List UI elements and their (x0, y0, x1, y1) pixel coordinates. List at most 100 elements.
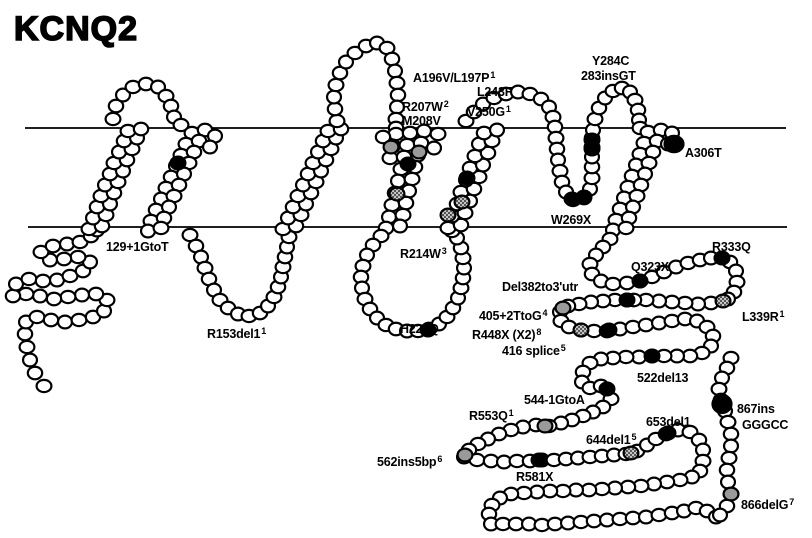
mutation-marker-r581x (530, 452, 548, 468)
residue-circle (374, 129, 392, 145)
chain-loop-s3-s4 (325, 35, 407, 136)
chain-loop-s4-s5 (352, 223, 473, 339)
mutation-label: R333Q (712, 240, 751, 254)
mutation-label-superscript: 5 (631, 432, 637, 442)
chain-c-terminus-upper (455, 231, 746, 465)
residue-circle (425, 140, 443, 156)
residue-circle (104, 111, 122, 127)
residue-circle (722, 426, 740, 442)
residue-circle (403, 171, 421, 187)
mutation-marker-l339r (714, 293, 732, 309)
mutation-marker-r448x-x2 (572, 322, 590, 338)
mutation-label: R153del11 (207, 326, 267, 341)
mutation-label: 867ins (737, 402, 775, 416)
residue-circle (34, 273, 52, 289)
residue-circle (201, 139, 219, 155)
mutation-marker-544-1gtoa (598, 381, 616, 397)
mutation-marker-r333q (713, 250, 731, 266)
residue-circle (70, 312, 88, 328)
mutation-marker-a306t (663, 134, 685, 154)
mutation-label: 283insGT (581, 69, 636, 83)
chain-n-terminus-tail (4, 222, 116, 394)
mutation-marker-867ins-gggcc (711, 393, 733, 415)
residue-circle (16, 326, 34, 342)
residue-circle (172, 117, 190, 133)
mutation-marker-a196v-l197p (399, 156, 417, 172)
residue-circle (44, 238, 62, 254)
mutation-label: 416 splice5 (502, 343, 566, 358)
residue-circle (386, 63, 404, 79)
residue-circle (346, 45, 364, 61)
residue-circle (429, 126, 447, 142)
chain-loop-pore-s6 (586, 80, 649, 136)
residue-circle (87, 286, 105, 302)
chain-loop-s2-s3 (181, 227, 298, 324)
mutation-marker-405-2ttog (554, 300, 572, 316)
residue-circle (711, 507, 729, 523)
mutation-marker-522del13 (643, 348, 661, 364)
figure-title: KCNQ2 (13, 9, 139, 49)
residue-circle (719, 414, 737, 430)
mutation-label-superscript: 4 (542, 308, 548, 318)
residue-circle (658, 474, 676, 490)
residue-circle (383, 51, 401, 67)
residue-circle (720, 450, 738, 466)
mutation-label: W269X (551, 213, 591, 227)
mutation-marker-q323x (631, 273, 649, 289)
residue-circle (107, 98, 125, 114)
mutation-marker-129-1gtot (169, 155, 187, 171)
mutation-label: R207W2 (402, 99, 449, 114)
residue-circle (21, 352, 39, 368)
mutation-marker-w269x (575, 189, 593, 205)
chain-segment-s3 (274, 121, 350, 237)
chain-segment-s2 (139, 122, 224, 239)
mutation-label: R448X (X2)8 (472, 327, 542, 342)
mutation-label-superscript: 2 (443, 99, 449, 109)
residue-circle (31, 288, 49, 304)
residue-circle (475, 125, 493, 141)
chain-segment-s1 (80, 121, 150, 237)
residue-circle (722, 438, 740, 454)
chain-loop-s5-pore (457, 84, 564, 135)
mutation-label: R214W3 (400, 246, 447, 261)
mutation-label-superscript: 8 (536, 327, 542, 337)
residue-circle (617, 220, 635, 236)
residue-circle (389, 173, 407, 189)
residue-circle (18, 339, 36, 355)
mutation-marker-653del1 (659, 425, 677, 441)
residue-circle (388, 75, 406, 91)
mutation-label-superscript: 1 (508, 408, 514, 418)
residue-circle (719, 474, 737, 490)
mutation-label: R553Q1 (469, 408, 514, 423)
residue-circle (327, 77, 345, 93)
residue-circle (488, 122, 506, 138)
mutation-marker-644del1 (622, 445, 640, 461)
mutation-label: Q323X (631, 260, 669, 274)
mutation-marker-562ins5bp (456, 447, 474, 463)
residue-circle (35, 378, 53, 394)
mutation-label: 129+1GtoT (106, 240, 169, 254)
mutation-label: 866delG7 (741, 497, 795, 512)
mutation-label: GGGCC (742, 418, 789, 432)
residue-circle (132, 121, 150, 137)
mutation-marker-y284c (583, 132, 601, 148)
residue-circle (4, 288, 22, 304)
residue-circle (28, 309, 46, 325)
mutation-label: M208V (402, 114, 441, 128)
mutation-label: 644del15 (586, 432, 637, 447)
residue-circle (56, 314, 74, 330)
residue-circle (637, 317, 655, 333)
mutation-label: 653del1 (646, 415, 691, 429)
mutation-label: Del382to3'utr (502, 280, 579, 294)
residue-circle (604, 276, 622, 292)
mutation-label-superscript: 1 (505, 104, 511, 114)
residue-circle (73, 287, 91, 303)
mutation-marker-r214w (388, 186, 406, 202)
mutation-label-superscript: 3 (441, 246, 447, 256)
residue-circle (325, 89, 343, 105)
mutation-label-superscript: 1 (261, 326, 267, 336)
residue-circle (152, 220, 170, 236)
residue-circle (69, 249, 87, 265)
residue-circle (337, 54, 355, 70)
